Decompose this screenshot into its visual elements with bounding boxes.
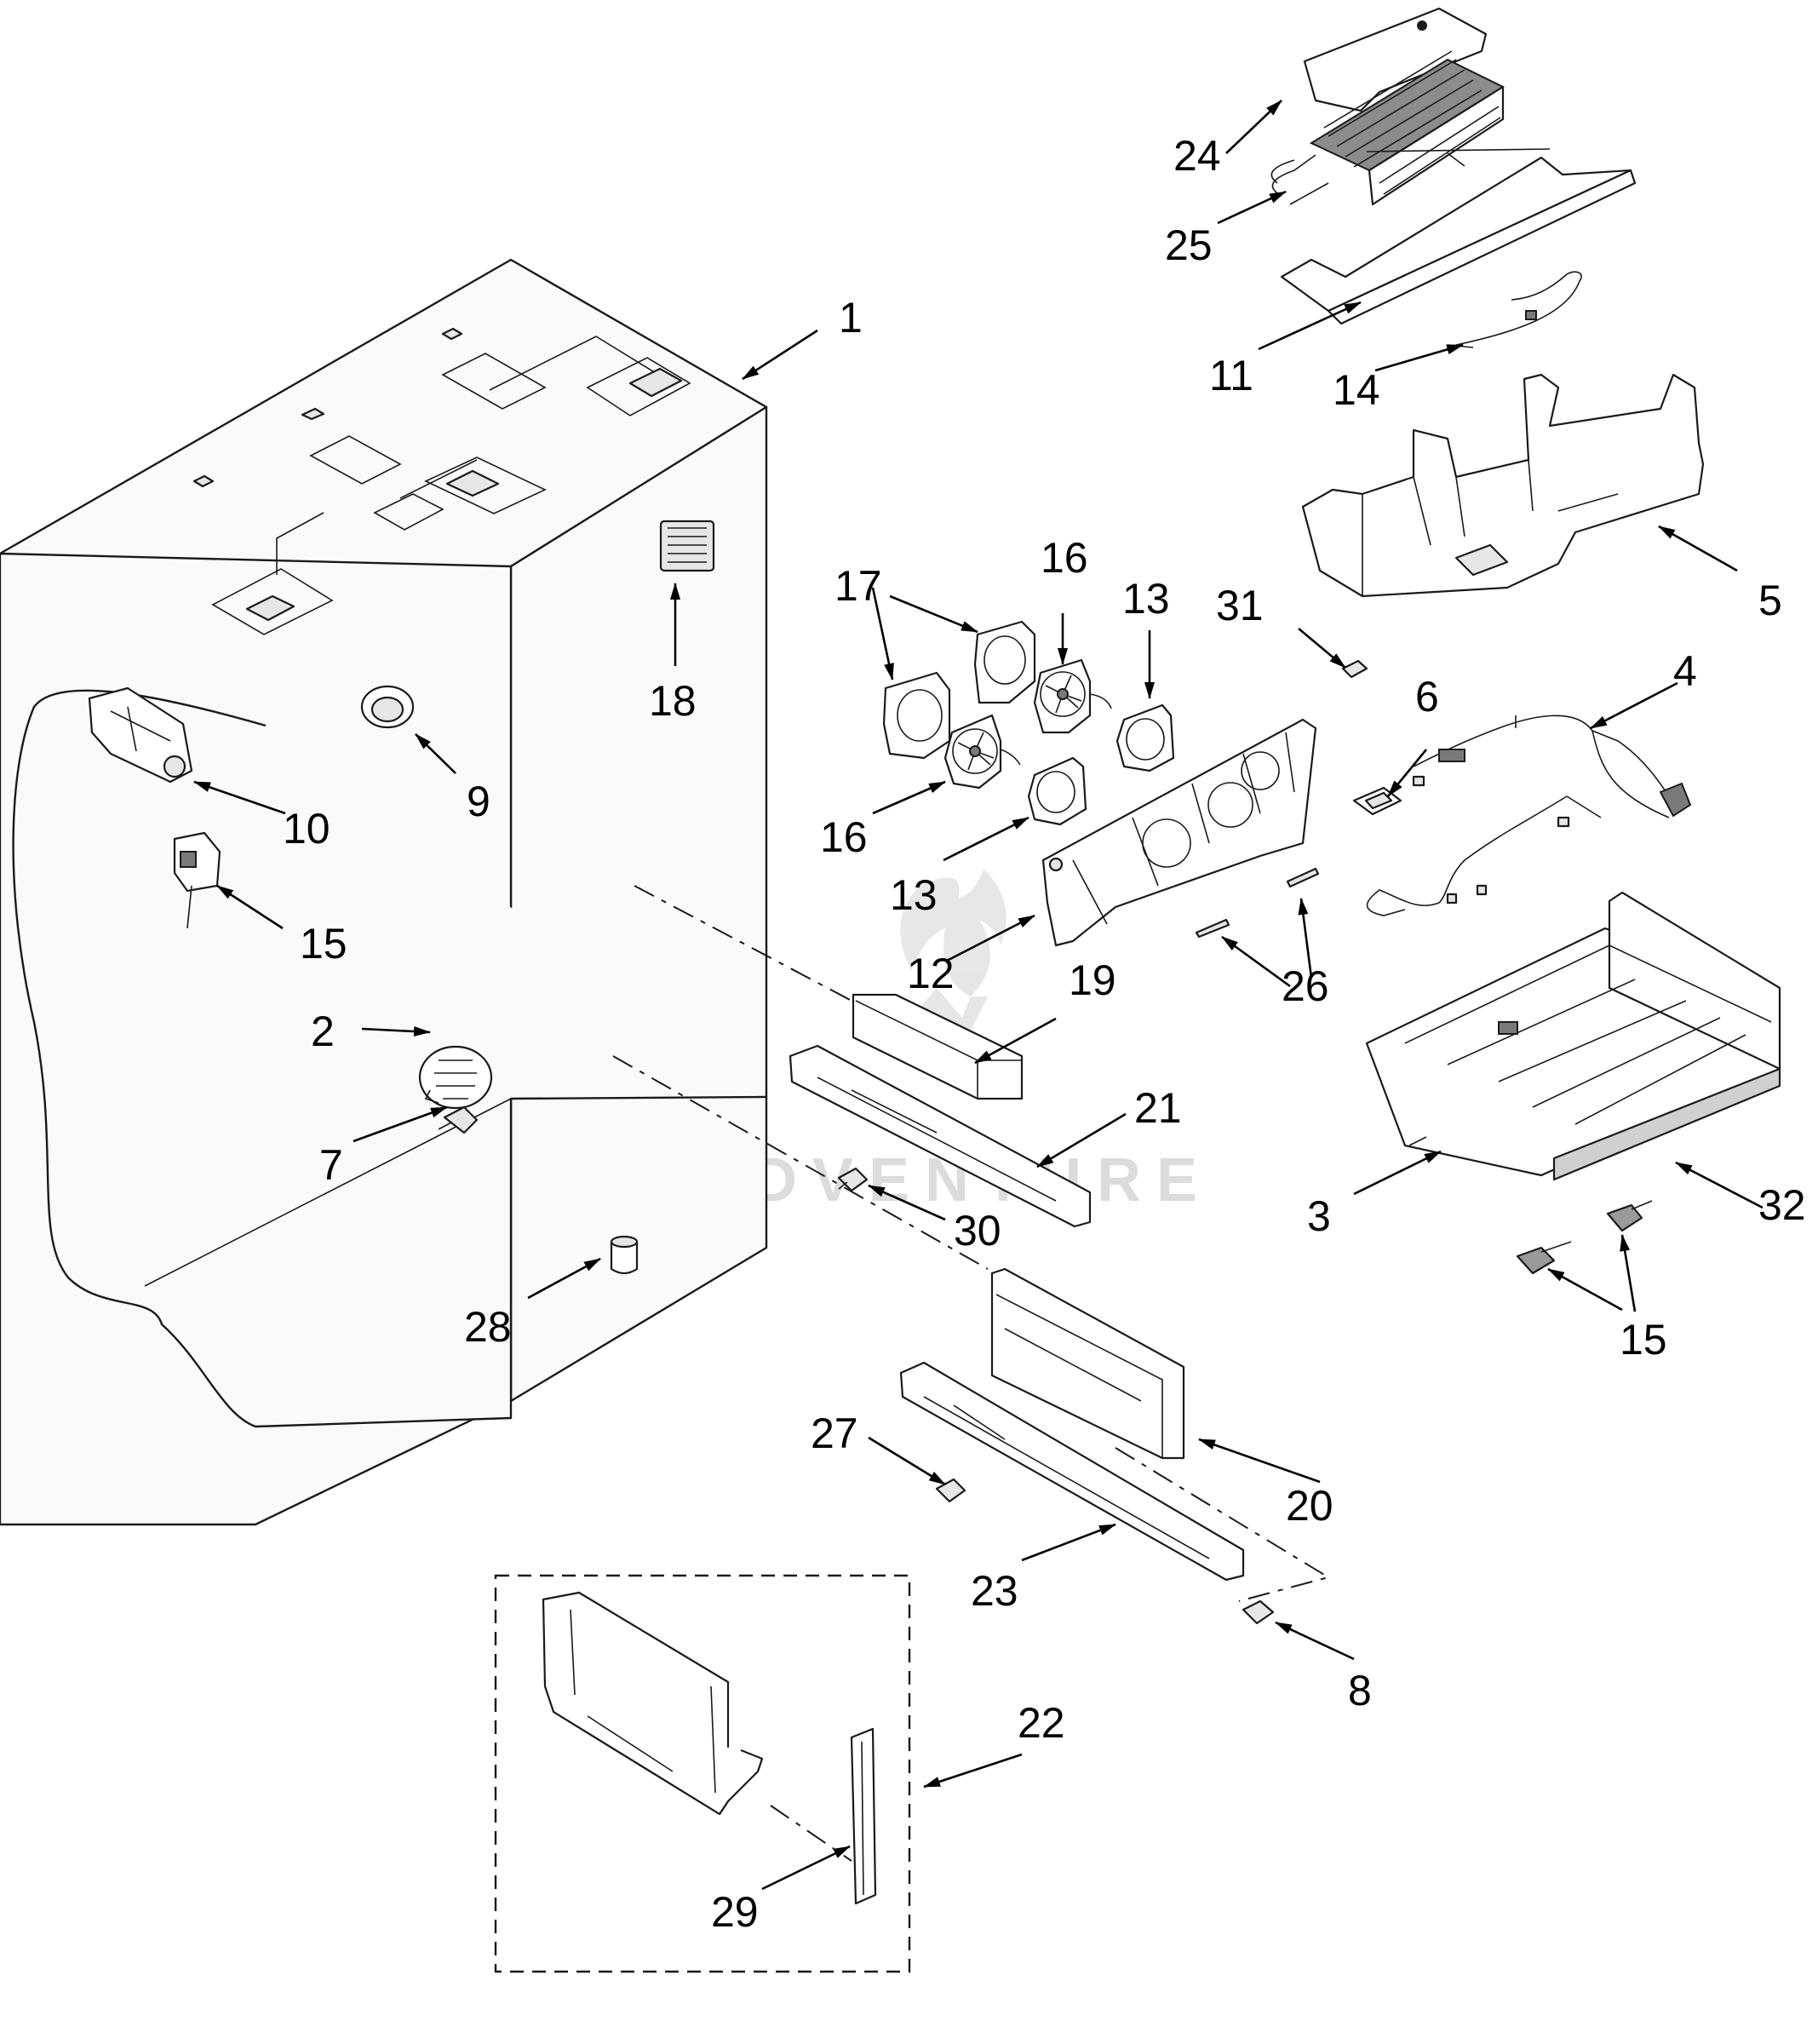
part-21-rail [789,1044,1092,1228]
callout-6: 6 [1415,673,1439,721]
alignment-line-1 [634,885,852,1002]
callout-9: 9 [467,778,490,825]
part-31-clip [1341,659,1368,679]
part-17-fan-shroud-b [973,620,1036,704]
callout-31: 31 [1216,582,1264,629]
part-30-screw [837,1167,869,1192]
callout-4: 4 [1673,647,1697,695]
part-16-fan-a [943,714,1021,789]
part-13-fan-housing-a [1115,703,1175,772]
callout-17: 17 [834,562,882,610]
callout-29: 29 [711,1888,759,1936]
part-16-fan-b [1033,658,1112,734]
part-6-seal [1352,786,1402,816]
part-2-drain-cover [418,1045,493,1110]
part-28-cup [610,1235,639,1275]
callout-27: 27 [811,1410,858,1457]
callout-30: 30 [954,1207,1001,1255]
callout-labels: 1 2 3 4 5 6 7 8 9 10 11 12 13 13 14 15 1… [283,132,1806,1936]
callout-21: 21 [1134,1084,1182,1132]
callout-3: 3 [1307,1192,1331,1240]
part-13-fan-housing-b [1027,756,1087,826]
callout-26: 26 [1282,962,1329,1010]
callout-19: 19 [1069,956,1116,1004]
part-9-grommet [360,685,415,729]
callout-12: 12 [907,950,955,997]
callout-1: 1 [839,294,863,342]
part-8-screw [1242,1599,1275,1625]
callout-15-right: 15 [1620,1316,1667,1364]
part-25-evaporator [1270,50,1505,206]
callout-18: 18 [649,677,697,725]
callout-16-upper: 16 [1041,534,1088,582]
leader-arrows [193,100,1764,1891]
callout-2: 2 [311,1008,335,1055]
part-7-screw [438,1105,479,1134]
part-11-drain-pan [1280,148,1637,325]
callout-20: 20 [1286,1482,1333,1530]
part-23-rail [899,1361,1245,1582]
callout-24: 24 [1173,132,1221,180]
callout-22: 22 [1018,1699,1065,1747]
alignment-line-4 [770,1805,852,1862]
part-17-fan-shroud-a [882,671,951,760]
part-12-fan-shroud [1041,718,1317,947]
part-26-strips [1195,867,1320,939]
callout-13-upper: 13 [1122,575,1170,623]
cabinet-liner [0,258,768,1526]
alignment-line-3 [1115,1447,1331,1602]
kit-outline [494,1574,911,1973]
callout-23: 23 [971,1567,1018,1615]
part-29-slide [850,1727,877,1905]
part-5-housing [1301,373,1705,598]
part-3-pan [1365,891,1781,1177]
callout-15-left: 15 [300,920,347,967]
part-14-heater [1447,271,1582,348]
alignment-line-2 [612,1055,989,1270]
callout-25: 25 [1165,221,1213,269]
callout-8: 8 [1348,1667,1372,1714]
callout-13-lower: 13 [890,871,938,919]
part-15-thermistor-pair [1516,1200,1653,1275]
callout-5: 5 [1758,577,1782,624]
callout-10: 10 [283,805,330,853]
callout-28: 28 [464,1303,512,1351]
part-20-cover [990,1267,1185,1460]
part-22-drawer-slide-assembly [542,1591,764,1816]
callout-16-lower: 16 [820,813,868,861]
callout-14: 14 [1333,366,1380,414]
part-18-filter [659,520,715,572]
part-4-wire-harness [1366,715,1692,916]
part-32-trim [1552,1067,1781,1181]
callout-7: 7 [319,1141,343,1189]
callout-11: 11 [1209,352,1253,399]
callout-32: 32 [1758,1181,1806,1229]
part-10-housing [88,686,193,784]
